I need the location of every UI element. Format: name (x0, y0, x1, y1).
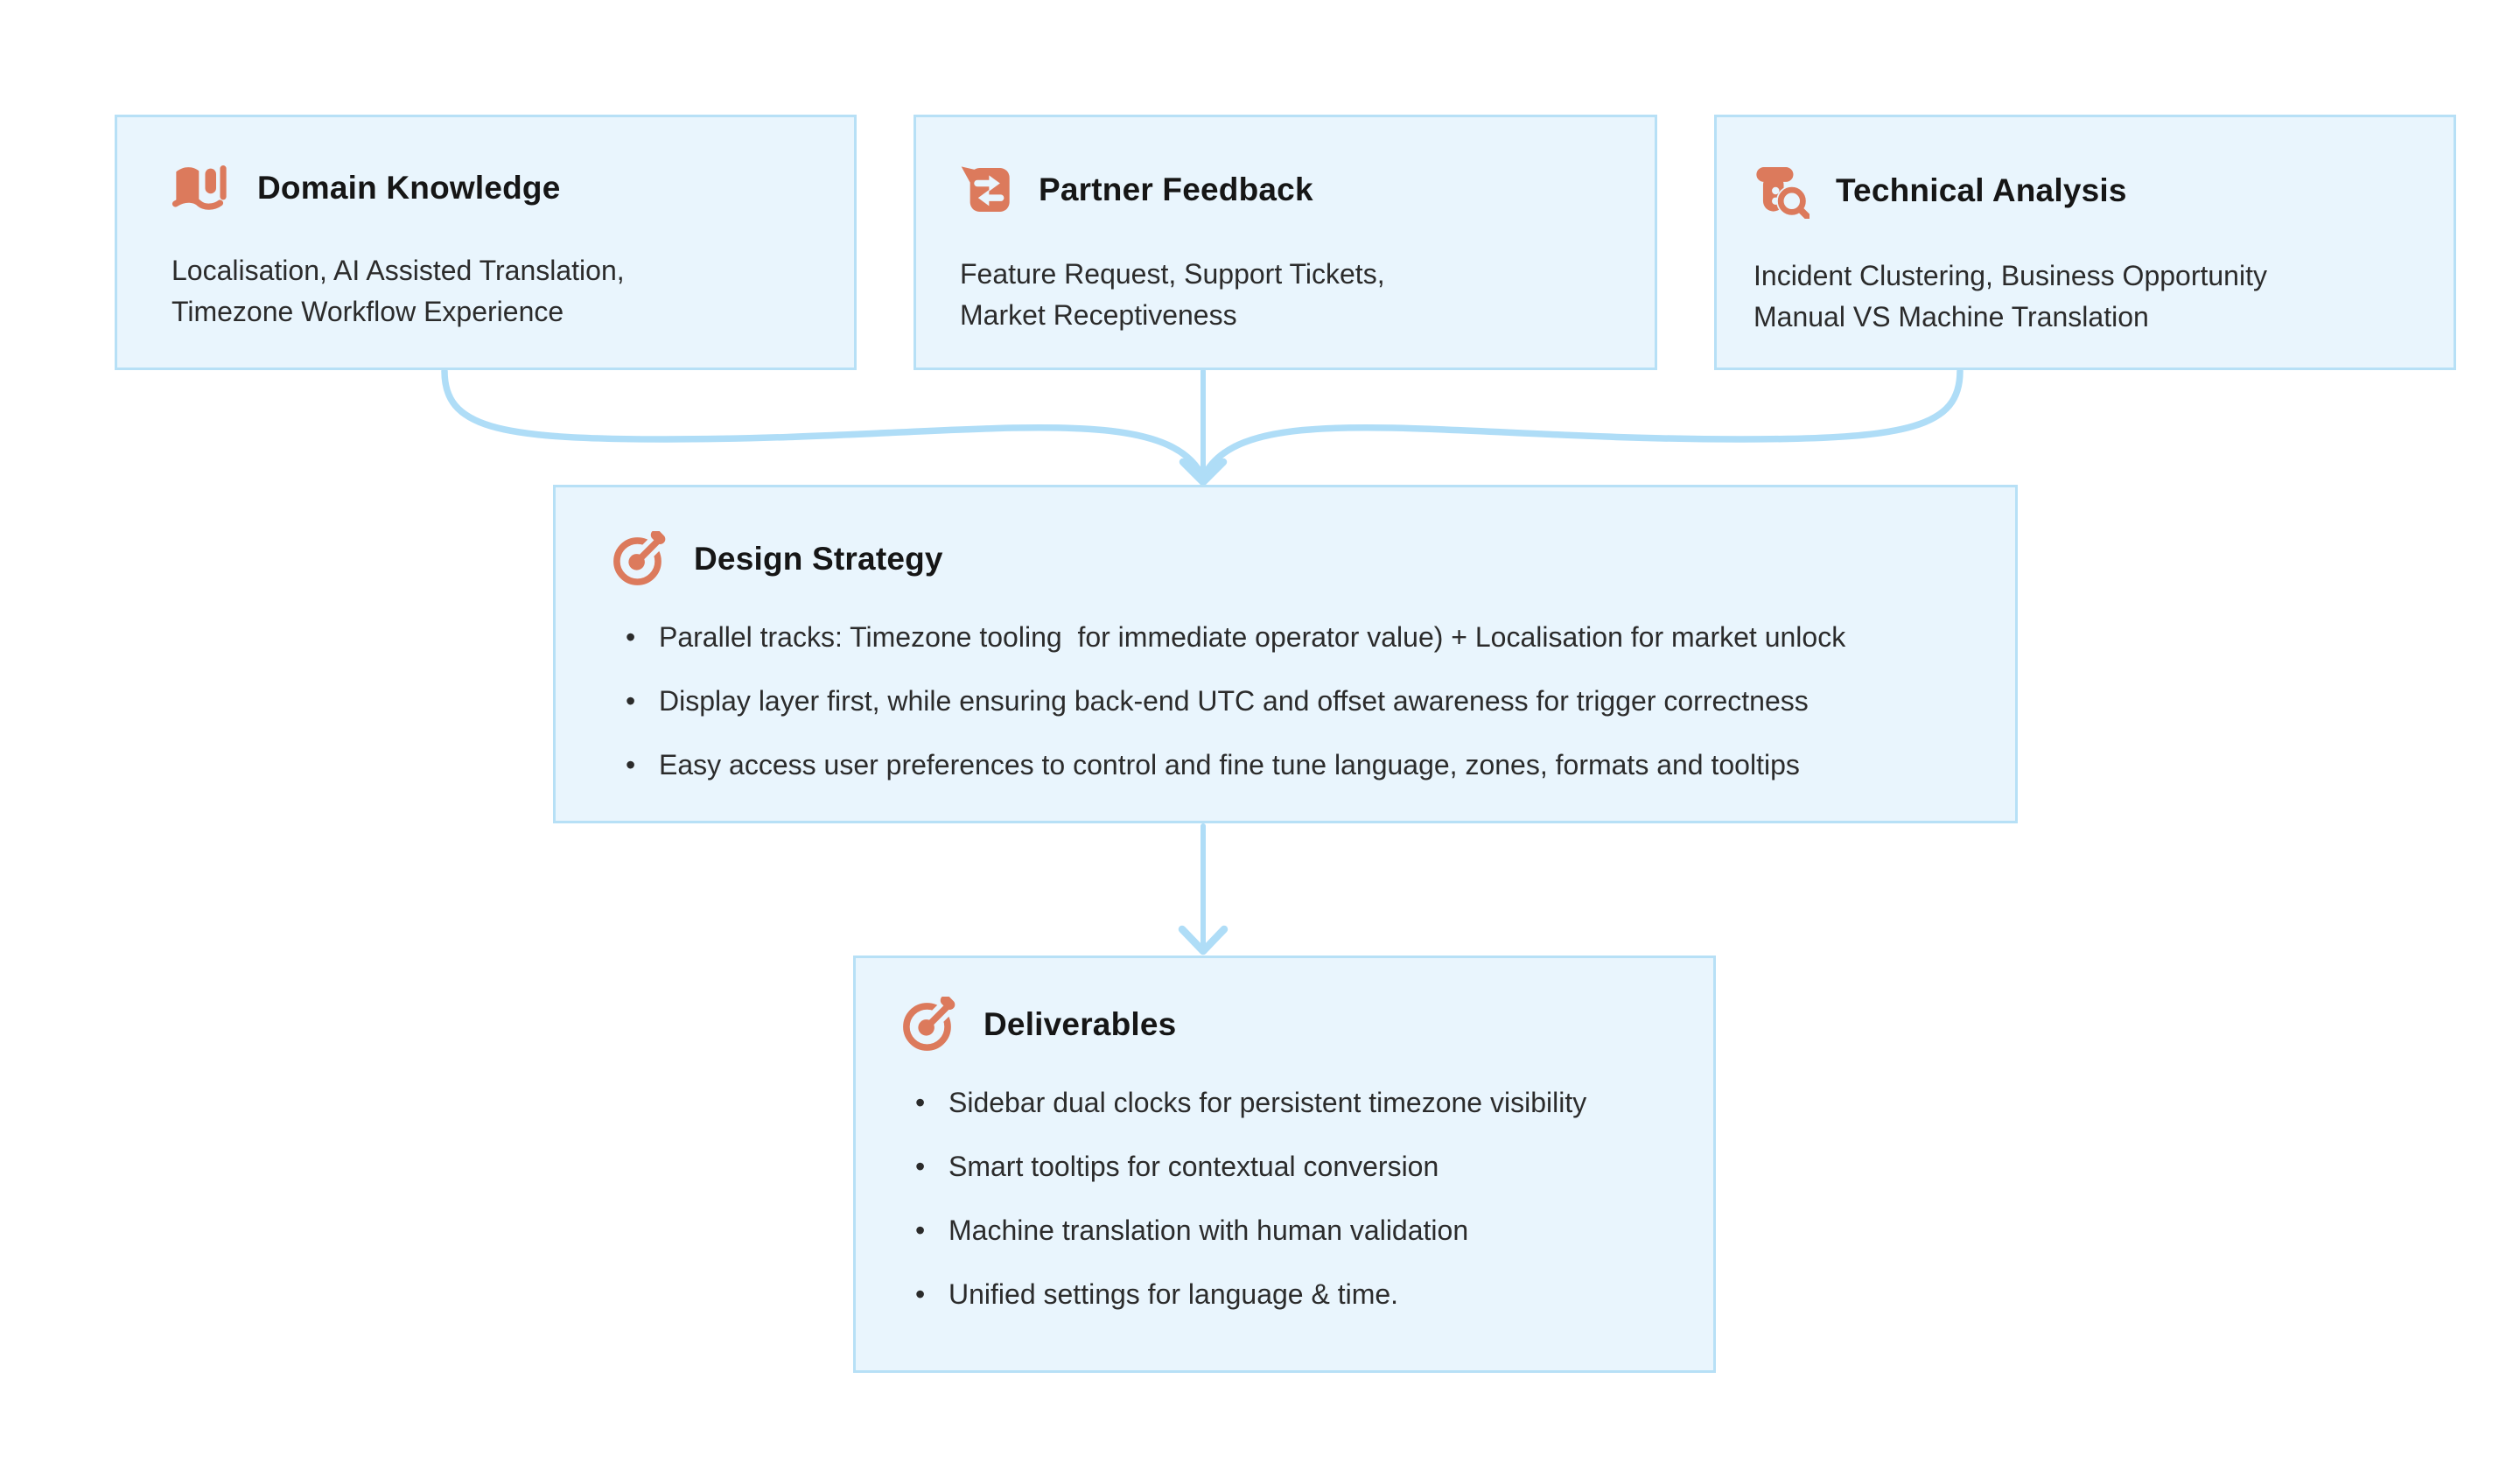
edge-technical-to-strategy (1200, 368, 1964, 481)
arrowhead-strategy (1179, 458, 1228, 486)
bullet-item: Display layer first, while ensuring back… (624, 681, 1984, 721)
chat-exchange-icon (961, 166, 1010, 212)
node-header: Design Strategy (612, 531, 1984, 587)
bullet-item: Parallel tracks: Timezone tooling for im… (624, 617, 1984, 657)
node-title: Partner Feedback (1039, 172, 1313, 207)
target-arrow-icon (613, 531, 668, 585)
node-deliverables: Deliverables Sidebar dual clocks for per… (853, 956, 1716, 1373)
bullet-item: Machine translation with human validatio… (914, 1210, 1687, 1250)
edge-domain-to-strategy (441, 368, 1207, 481)
bullet-item: Sidebar dual clocks for persistent timez… (914, 1082, 1687, 1123)
node-header: Technical Analysis (1754, 163, 2427, 219)
bullet-list: Sidebar dual clocks for persistent timez… (914, 1082, 1687, 1314)
target-arrow-icon (903, 997, 957, 1051)
node-partner-feedback: Partner Feedback Feature Request, Suppor… (914, 115, 1657, 370)
node-header: Partner Feedback (960, 163, 1620, 217)
arrowhead-deliverables (1178, 925, 1228, 956)
node-title: Deliverables (984, 1006, 1177, 1042)
node-technical-analysis: Technical Analysis Incident Clustering, … (1714, 115, 2456, 370)
sample-analysis-icon (1756, 167, 1810, 219)
node-header: Deliverables (901, 997, 1687, 1053)
bullet-item: Smart tooltips for contextual conversion (914, 1146, 1687, 1186)
bullet-item: Unified settings for language & time. (914, 1274, 1687, 1314)
node-body-text: Feature Request, Support Tickets, Market… (960, 258, 1385, 331)
node-title: Domain Knowledge (257, 170, 561, 206)
bullet-list: Parallel tracks: Timezone tooling for im… (624, 617, 1984, 785)
node-design-strategy: Design Strategy Parallel tracks: Timezon… (553, 485, 2018, 823)
node-body-text: Localisation, AI Assisted Translation, T… (172, 255, 625, 327)
bullet-item: Easy access user preferences to control … (624, 745, 1984, 785)
node-body-text: Incident Clustering, Business Opportunit… (1754, 260, 2267, 332)
node-domain-knowledge: Domain Knowledge Localisation, AI Assist… (115, 115, 857, 370)
open-book-icon (172, 165, 227, 210)
node-title: Technical Analysis (1836, 172, 2127, 208)
node-header: Domain Knowledge (172, 163, 819, 214)
node-title: Design Strategy (694, 541, 943, 577)
